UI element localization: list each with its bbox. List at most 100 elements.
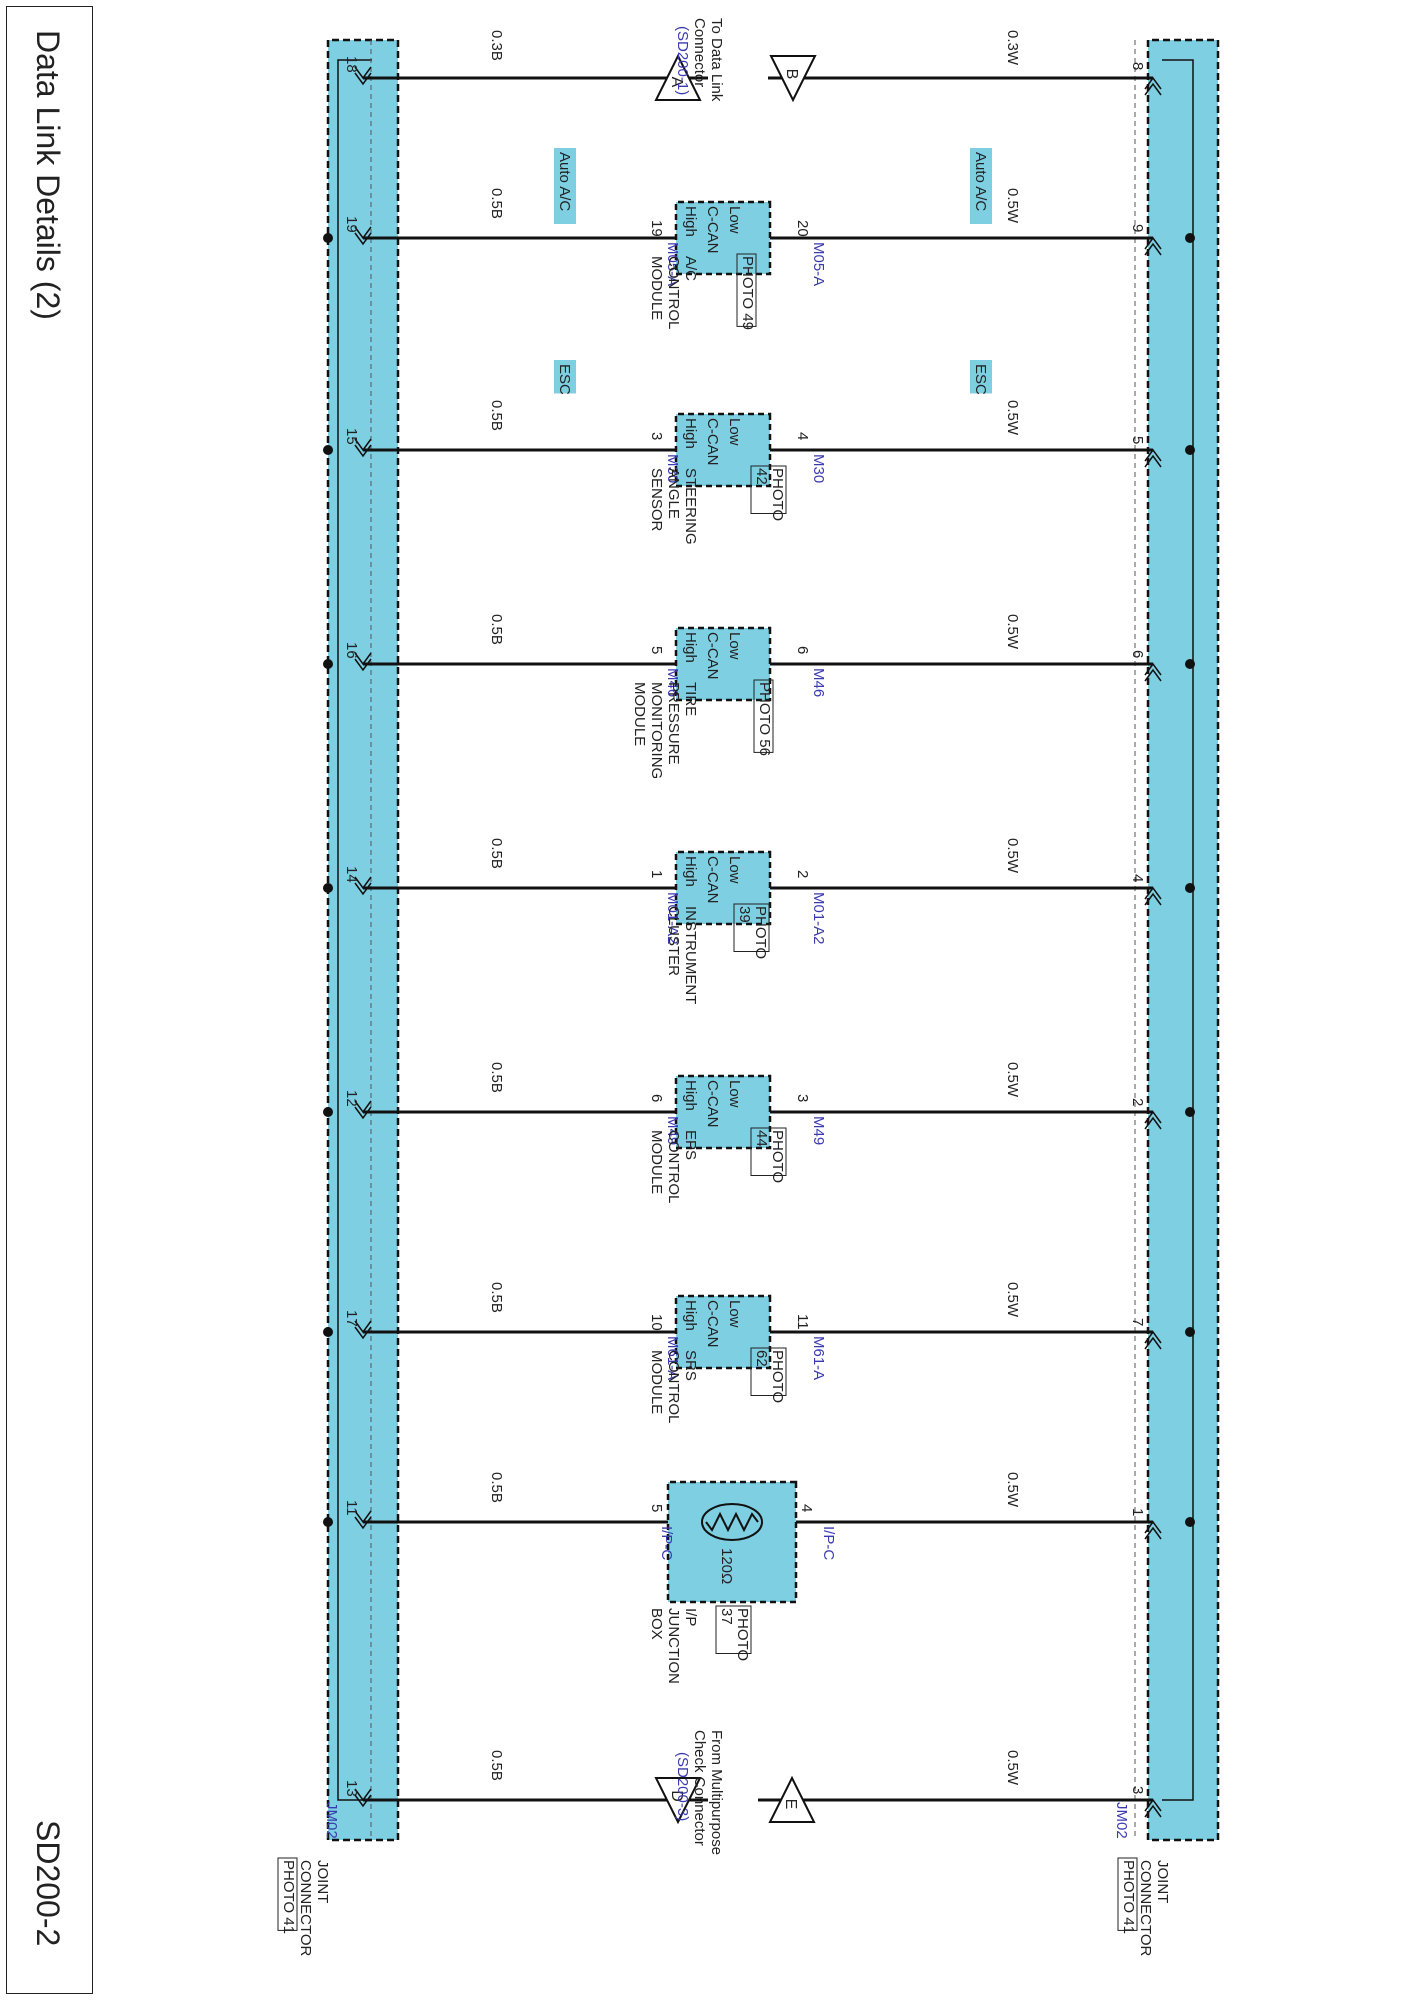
module-eps-bottom-splice — [1185, 1107, 1195, 1117]
module-eps-top-pin — [354, 1106, 372, 1120]
module-sas-ccan-label: C-CAN — [704, 418, 721, 466]
junction-box-name: BOX — [648, 1608, 665, 1640]
module-srs-low-wire-size: 0.5W — [1004, 1282, 1021, 1318]
module-ac-top-splice — [323, 233, 333, 243]
junction-box-photo-box — [715, 1605, 752, 1654]
module-tpms-bottom-pin — [1144, 668, 1162, 682]
module-sas-high-label: High — [682, 418, 699, 449]
module-tpms-bottom-pin — [1144, 662, 1162, 676]
module-cluster-low-label: Low — [726, 856, 743, 884]
junction-box-low-pin-number: 4 — [798, 1504, 815, 1512]
module-eps-ccan-box — [674, 1074, 772, 1150]
module-tpms-low-pin-number: 6 — [794, 646, 811, 654]
junction-box-photo: PHOTO — [734, 1608, 751, 1661]
module-cluster-bottom-splice — [1185, 883, 1195, 893]
multipurpose-label: From Multipurpose — [708, 1730, 725, 1855]
joint-connector-top-connector: JM02 — [323, 1802, 340, 1839]
module-eps-photo-box — [750, 1127, 787, 1176]
junction-box-bottom-pin — [1144, 1520, 1162, 1534]
module-srs-high-pin-number: 10 — [648, 1314, 665, 1331]
module-cluster-top-pin — [354, 882, 372, 896]
module-sas-connector-low: M30 — [810, 454, 827, 483]
module-eps-high-pin-number: 6 — [648, 1094, 665, 1102]
multipurpose-terminal-e — [768, 1775, 816, 1823]
module-sas-name: SENSOR — [648, 468, 665, 532]
module-eps-bottom-pin-number: 2 — [1129, 1098, 1146, 1106]
module-tpms-high-pin-number: 5 — [648, 646, 665, 654]
module-cluster-low-wire-size: 0.5W — [1004, 838, 1021, 874]
junction-box-name: I/P — [682, 1608, 699, 1626]
multipurpose-ref: (SD200-3) — [674, 1752, 691, 1821]
module-eps-photo: 44 — [753, 1130, 770, 1147]
module-srs-high-label: High — [682, 1300, 699, 1331]
module-cluster-top-splice — [323, 883, 333, 893]
module-ac-connector-high: M05-A — [664, 242, 681, 286]
module-srs-connector-low: M61-A — [810, 1336, 827, 1380]
module-tpms-high-label: High — [682, 632, 699, 663]
module-srs-top-pin-number: 17 — [343, 1310, 360, 1327]
junction-box-name: JUNCTION — [665, 1608, 682, 1684]
module-ac-name: MODULE — [648, 256, 665, 320]
module-cluster-high-label: High — [682, 856, 699, 887]
module-eps-low-wire-size: 0.5W — [1004, 1062, 1021, 1098]
module-sas-low-label: Low — [726, 418, 743, 446]
module-srs-top-pin — [354, 1326, 372, 1340]
module-sas-photo: PHOTO — [769, 468, 786, 521]
module-srs-name: MODULE — [648, 1350, 665, 1414]
data-link-label: To Data Link — [708, 18, 725, 102]
module-sas-top-pin — [354, 438, 372, 452]
joint-connector-top-label: JOINT — [314, 1860, 331, 1903]
joint-connector-bottom-label: CONNECTOR — [1137, 1860, 1154, 1957]
junction-box-top-splice — [323, 1517, 333, 1527]
junction-box-connector-high: I/P-C — [658, 1526, 675, 1560]
multipurpose-top-pin — [354, 1794, 372, 1808]
module-ac-option-high-bg — [554, 148, 576, 224]
module-ac-bottom-pin-number: 9 — [1129, 224, 1146, 232]
data-link-low-pin-number: 8 — [1129, 62, 1146, 70]
module-sas-ccan-box — [674, 412, 772, 488]
module-eps-high-label: High — [682, 1080, 699, 1111]
module-cluster-name: CLUSTER — [665, 906, 682, 976]
module-ac-name: A/C — [682, 256, 699, 281]
module-cluster-bottom-pin-number: 4 — [1129, 874, 1146, 882]
module-srs-connector-high: M61-A — [664, 1336, 681, 1380]
module-ac-photo-box — [736, 253, 757, 327]
multipurpose-top-pin — [354, 1788, 372, 1802]
module-ac-low-pin-number: 20 — [794, 220, 811, 237]
module-srs-ccan-label: C-CAN — [704, 1300, 721, 1348]
joint-connector-top-label: CONNECTOR — [297, 1860, 314, 1957]
module-sas-bottom-pin — [1144, 454, 1162, 468]
module-cluster-high-wire-size: 0.5B — [488, 838, 505, 869]
module-ac-option-low-bg — [970, 148, 992, 224]
module-ac-option-high: Auto A/C — [556, 152, 573, 211]
data-link-terminal-a — [654, 53, 702, 101]
module-tpms-connector-low: M46 — [810, 668, 827, 697]
module-tpms-bottom-splice — [1185, 659, 1195, 669]
junction-box-high-pin-number: 5 — [648, 1504, 665, 1512]
module-ac-name: CONTROL — [665, 256, 682, 329]
module-srs-bottom-pin — [1144, 1336, 1162, 1350]
resistor-zigzag — [705, 1511, 759, 1533]
joint-connector-bottom-connector: JM02 — [1113, 1802, 1130, 1839]
multipurpose-terminal-d — [654, 1777, 702, 1825]
joint-connector-bottom-bar — [1146, 38, 1220, 1842]
module-tpms-name: MODULE — [631, 682, 648, 746]
junction-box-connector-low: I/P-C — [820, 1526, 837, 1560]
module-tpms-high-wire-size: 0.5B — [488, 614, 505, 645]
module-sas-option-low: ESC — [972, 364, 989, 395]
module-ac-top-pin-number: 19 — [343, 216, 360, 233]
data-link-ref: (SD200-1) — [674, 26, 691, 95]
module-ac-top-pin — [354, 232, 372, 246]
junction-box-body — [666, 1480, 798, 1604]
multipurpose-low-wire-size: 0.5W — [1004, 1750, 1021, 1786]
module-srs-name: CONTROL — [665, 1350, 682, 1423]
module-sas-bottom-pin-number: 5 — [1129, 436, 1146, 444]
data-link-terminal-a-letter: A — [668, 77, 685, 88]
module-eps-top-splice — [323, 1107, 333, 1117]
joint-connector-bottom-label: JOINT — [1154, 1860, 1171, 1903]
module-tpms-ccan-label: C-CAN — [704, 632, 721, 680]
module-sas-photo: 42 — [753, 468, 770, 485]
module-srs-high-wire-size: 0.5B — [488, 1282, 505, 1313]
module-ac-bottom-pin — [1144, 242, 1162, 256]
